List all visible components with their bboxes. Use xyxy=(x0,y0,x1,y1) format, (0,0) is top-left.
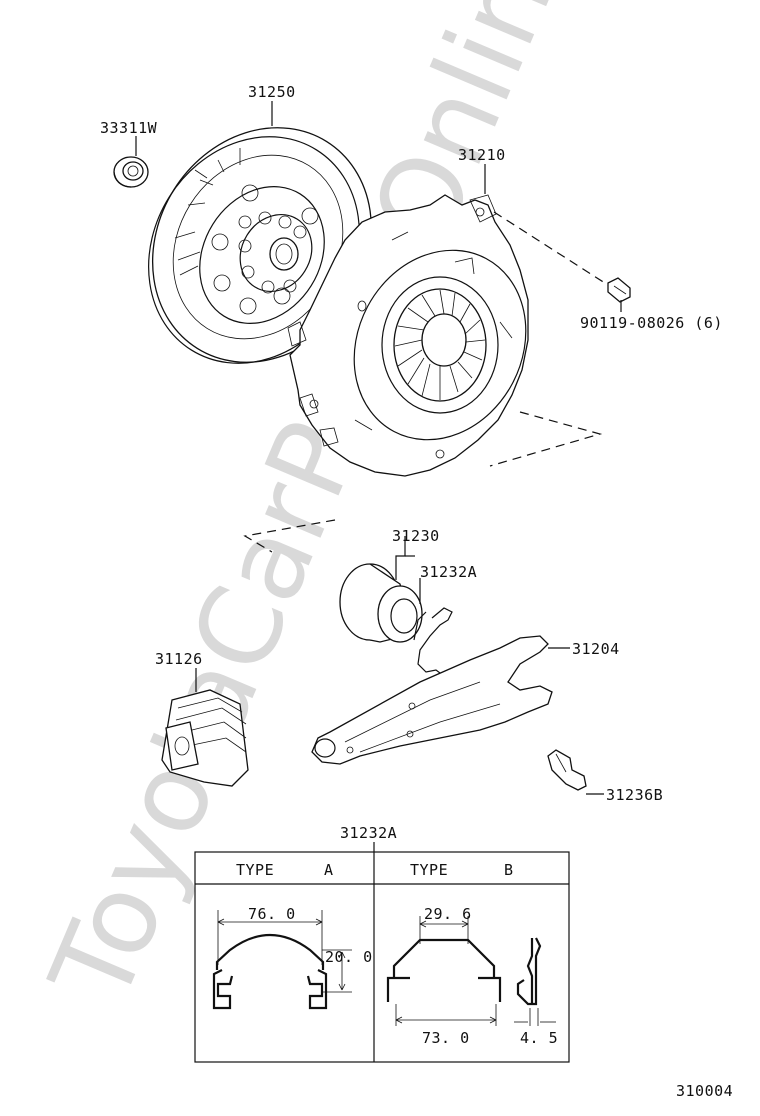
release-bearing-hub xyxy=(339,536,423,643)
type-a-label: TYPE xyxy=(236,861,274,879)
label-31236b: 31236B xyxy=(606,786,663,804)
label-90119-08026: 90119-08026 (6) xyxy=(580,314,723,332)
label-31250: 31250 xyxy=(248,83,296,101)
type-a-clip-drawing xyxy=(212,910,352,1010)
pilot-bearing xyxy=(113,136,149,188)
detail-box: 31232A TYPE A TYPE B 76. 0 20. 0 xyxy=(194,824,570,1063)
diagram-code: 310004 xyxy=(676,1082,733,1100)
type-b-top-width: 29. 6 xyxy=(424,905,472,923)
alignment-lines xyxy=(243,211,609,553)
fork-support xyxy=(547,749,604,795)
type-a-width: 76. 0 xyxy=(248,905,296,923)
fork-boot xyxy=(161,668,249,787)
type-a-variant: A xyxy=(324,861,334,879)
hub-clip xyxy=(413,578,453,677)
type-b-variant: B xyxy=(504,861,514,879)
watermark-text: ToyotaCarPartsOnline.ru xyxy=(26,0,663,1021)
type-b-thickness: 4. 5 xyxy=(520,1029,558,1047)
watermark: ToyotaCarPartsOnline.ru xyxy=(26,0,663,1021)
label-31126: 31126 xyxy=(155,650,203,668)
type-b-bottom-width: 73. 0 xyxy=(422,1029,470,1047)
type-b-label: TYPE xyxy=(410,861,448,879)
label-31230: 31230 xyxy=(392,527,440,545)
label-33311w: 33311W xyxy=(100,119,158,137)
label-31204: 31204 xyxy=(572,640,620,658)
detail-title: 31232A xyxy=(340,824,397,842)
type-a-height: 20. 0 xyxy=(325,948,373,966)
label-31210: 31210 xyxy=(458,146,506,164)
clutch-cover xyxy=(287,164,529,477)
release-fork xyxy=(311,635,570,765)
label-31232a: 31232A xyxy=(420,563,477,581)
type-b-clip-drawing xyxy=(386,916,556,1026)
bolt xyxy=(607,277,631,312)
